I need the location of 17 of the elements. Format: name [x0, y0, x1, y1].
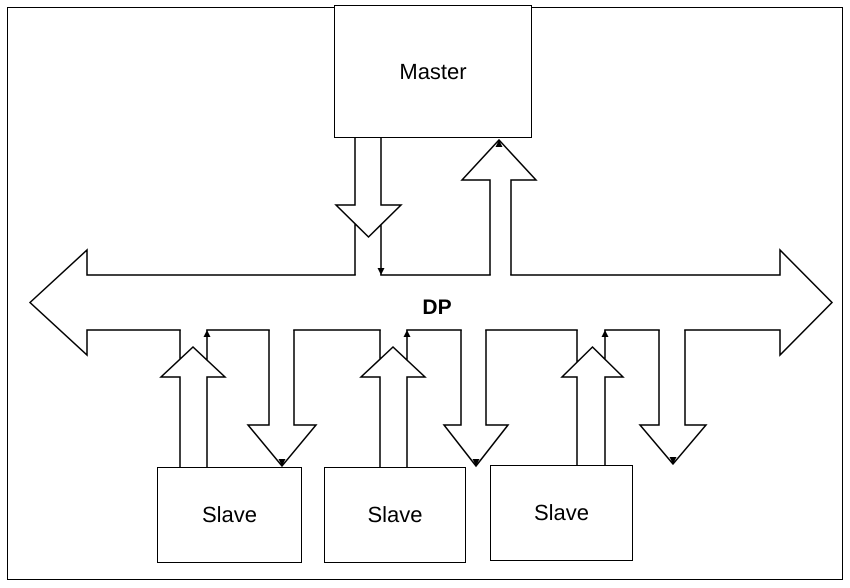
block-arrow [359, 329, 427, 468]
block-arrow [334, 137, 403, 276]
device-box [490, 465, 633, 561]
block-arrow [159, 329, 227, 468]
block-arrow [638, 329, 708, 466]
box-label: Slave [202, 502, 258, 528]
device-box [334, 5, 532, 138]
block-arrow [246, 329, 318, 468]
box-label: Slave [534, 500, 590, 526]
bus-label: DP [422, 296, 452, 320]
box-label: Master [399, 58, 467, 84]
block-arrow [560, 329, 625, 466]
box-label: Slave [367, 502, 423, 528]
device-box [324, 467, 466, 563]
block-arrow [460, 138, 538, 276]
block-arrow [442, 329, 510, 468]
device-box [157, 467, 302, 563]
